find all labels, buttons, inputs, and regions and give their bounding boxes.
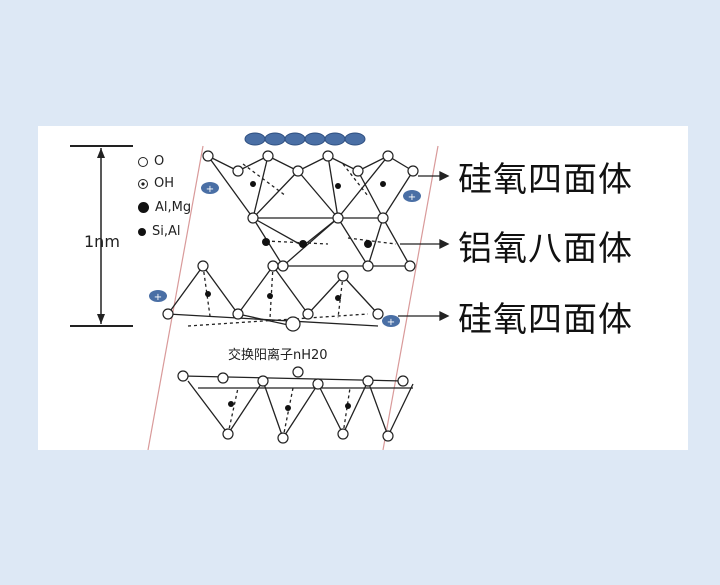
upper-tetrahedral-sheet bbox=[207, 155, 414, 220]
svg-text:+: + bbox=[408, 192, 416, 203]
adjacent-layer-sheet bbox=[182, 375, 414, 440]
scale-label: 1nm bbox=[84, 232, 120, 251]
layer-label-tetrahedral-bottom: 硅氧四面体 bbox=[458, 300, 633, 340]
legend-label: OH bbox=[154, 176, 175, 191]
layer-label-tetrahedral-top: 硅氧四面体 bbox=[458, 160, 633, 200]
small-filled-circle-icon bbox=[138, 227, 146, 236]
legend-item-oxygen: O bbox=[138, 154, 164, 169]
legend-item-hydroxyl: OH bbox=[138, 176, 174, 191]
cation-plus-icon: + bbox=[403, 190, 421, 203]
exchange-cation-label: 交换阳离子nH20 bbox=[228, 348, 328, 363]
cation-atoms bbox=[205, 181, 386, 411]
cation-plus-icon: + bbox=[201, 182, 219, 195]
layer-arrows bbox=[398, 170, 450, 322]
svg-text:+: + bbox=[154, 292, 162, 303]
clay-structure-svg: + + + + bbox=[70, 132, 450, 450]
oxygen-atoms bbox=[162, 150, 419, 444]
diagram-panel: + + + + bbox=[38, 126, 688, 450]
dotted-circle-icon bbox=[138, 178, 148, 189]
legend-item-si-al: Si,Al bbox=[138, 224, 181, 239]
cation-plus-icon: + bbox=[382, 315, 400, 328]
left-boundary-line bbox=[147, 145, 204, 450]
layer-label-octahedral: 铝氧八面体 bbox=[458, 229, 633, 269]
svg-text:+: + bbox=[206, 184, 214, 195]
legend-label: O bbox=[154, 154, 165, 169]
top-cation-row bbox=[244, 132, 366, 146]
legend-label: Si,Al bbox=[152, 224, 181, 239]
scale-bar bbox=[70, 145, 133, 327]
large-filled-circle-icon bbox=[138, 202, 149, 213]
legend-item-al-mg: Al,Mg bbox=[138, 200, 191, 215]
open-circle-icon bbox=[138, 156, 148, 167]
legend-label: Al,Mg bbox=[155, 200, 192, 215]
cation-plus-icon: + bbox=[149, 290, 167, 303]
side-cations: + + + + bbox=[149, 182, 421, 328]
svg-text:+: + bbox=[387, 317, 395, 328]
right-boundary-line bbox=[382, 145, 439, 450]
octahedral-sheet bbox=[252, 216, 411, 268]
